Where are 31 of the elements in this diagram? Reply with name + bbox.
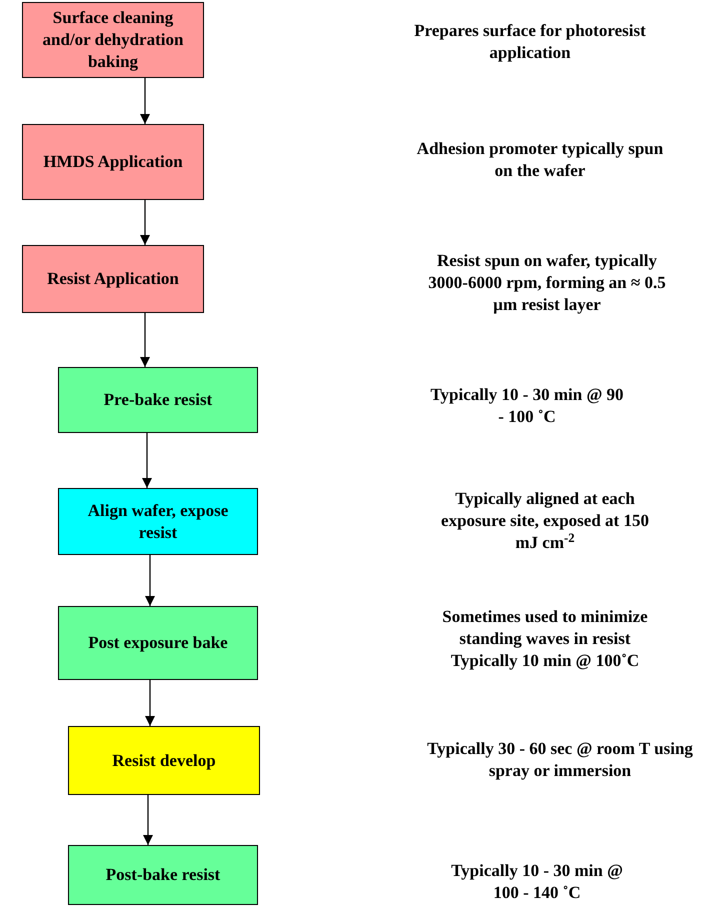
step-label: Surface cleaning and/or dehydration baking bbox=[42, 7, 184, 73]
process-box bbox=[58, 606, 258, 680]
process-box bbox=[68, 845, 258, 905]
step-label: Resist Application bbox=[47, 268, 179, 290]
step-note: Prepares surface for photoresist application bbox=[413, 20, 647, 64]
step-note: Typically aligned at each exposure site, exposed at 150 mJ cm$^{-2}$ bbox=[440, 488, 650, 554]
arrow bbox=[145, 680, 155, 726]
arrow bbox=[145, 555, 155, 606]
process-box bbox=[22, 124, 204, 200]
step-note: Sometimes used to minimize standing waves in resist Typically 10 min @ 100˚C bbox=[441, 606, 649, 672]
arrow bbox=[140, 313, 150, 367]
process-box bbox=[58, 488, 258, 555]
process-box bbox=[22, 245, 204, 313]
arrow bbox=[140, 78, 150, 124]
step-label: Post-bake resist bbox=[106, 864, 220, 886]
step-label: Pre-bake resist bbox=[104, 389, 212, 411]
arrow bbox=[142, 433, 152, 488]
step-note: Resist spun on wafer, typically 3000-6000 rpm, forming an ≈ 0.5 µm resist layer bbox=[427, 250, 667, 316]
step-note: Typically 10 - 30 min @ 100 - 140 ˚C bbox=[450, 860, 624, 904]
step-label: Align wafer, expose resist bbox=[86, 500, 230, 544]
step-label: Post exposure bake bbox=[88, 632, 228, 654]
arrow bbox=[143, 795, 153, 845]
step-note: Typically 30 - 60 sec @ room T using spray or immersion bbox=[426, 738, 694, 782]
arrow bbox=[140, 200, 150, 245]
process-box bbox=[68, 726, 260, 795]
process-box bbox=[58, 367, 258, 433]
process-box bbox=[22, 2, 204, 78]
step-note: Typically 10 - 30 min @ 90 - 100 ˚C bbox=[429, 384, 625, 428]
step-note: Adhesion promoter typically spun on the wafer bbox=[416, 138, 664, 182]
step-label: HMDS Application bbox=[43, 151, 183, 173]
step-label: Resist develop bbox=[112, 750, 216, 772]
